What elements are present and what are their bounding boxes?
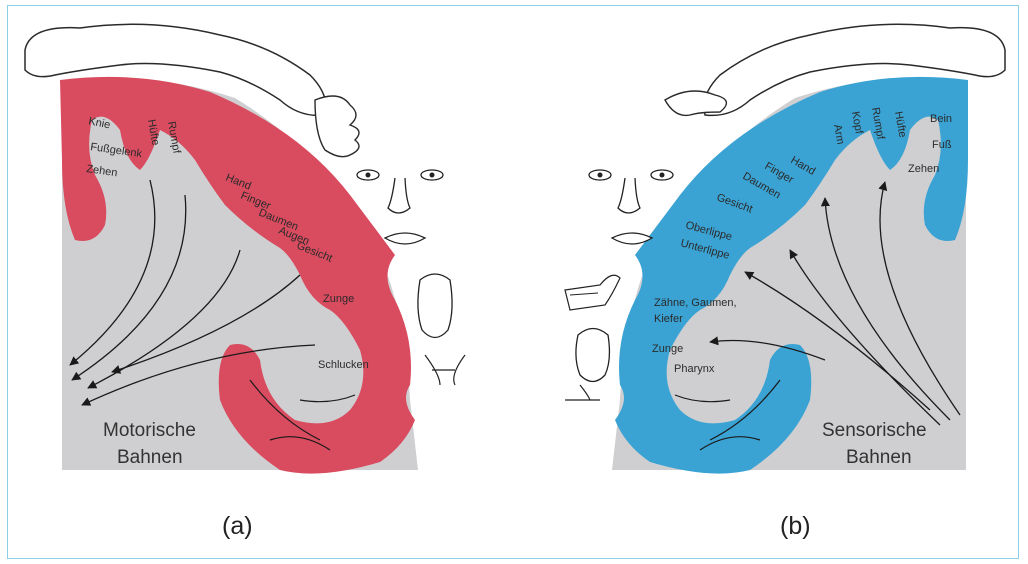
motor-title-line2: Bahnen <box>117 447 183 468</box>
sensory-jaw <box>565 275 620 310</box>
panel-a-motor: Knie Hüfte Rumpf Fußgelenk Zehen Hand Fi… <box>25 24 465 473</box>
caption-b: (b) <box>780 512 811 541</box>
label-zunge-a: Zunge <box>323 293 354 305</box>
sensory-tongue <box>576 329 610 382</box>
motor-throat <box>425 355 465 385</box>
sensory-nose <box>618 178 640 213</box>
label-pharynx: Pharynx <box>674 363 715 375</box>
caption-a: (a) <box>222 512 253 541</box>
label-bein: Bein <box>930 113 952 125</box>
label-zaehne: Zähne, Gaumen, <box>654 297 737 309</box>
sensory-title-line2: Bahnen <box>846 447 912 468</box>
motor-title-line1: Motorische <box>103 420 196 441</box>
label-zunge-b: Zunge <box>652 343 683 355</box>
motor-tongue <box>418 274 452 338</box>
label-kiefer: Kiefer <box>654 313 683 325</box>
label-schlucken: Schlucken <box>318 359 369 371</box>
label-zehen-b: Zehen <box>908 163 939 175</box>
sensory-eyes <box>589 170 673 180</box>
panel-b-sensory: Bein Hüfte Rumpf Kopf Arm Fuß Zehen Hand… <box>565 24 1005 473</box>
label-fuss: Fuß <box>932 139 952 151</box>
sensory-title-line1: Sensorische <box>822 420 927 441</box>
motor-hand-outline <box>315 96 359 157</box>
motor-nose <box>388 178 410 213</box>
motor-lips <box>385 233 425 244</box>
motor-eyes <box>357 170 443 180</box>
sensory-throat <box>565 385 600 400</box>
